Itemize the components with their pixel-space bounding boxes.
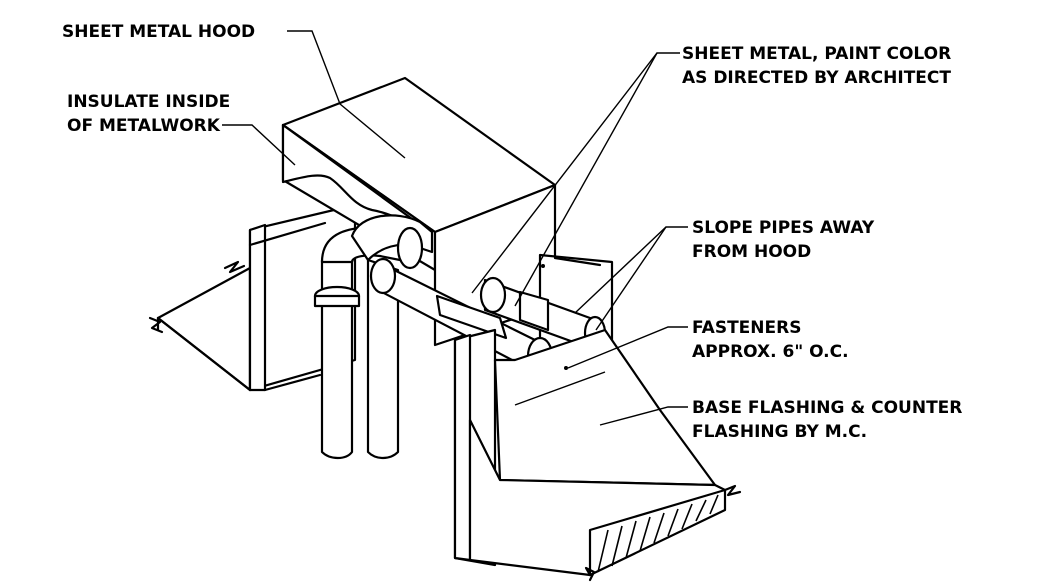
front-roof-slab (468, 418, 742, 582)
label-fasteners-line2: APPROX. 6" O.C. (692, 342, 849, 362)
vertical-pipes (313, 214, 434, 460)
label-sheet-metal-line2: AS DIRECTED BY ARCHITECT (682, 68, 951, 88)
label-sheet-metal-hood: SHEET METAL HOOD (62, 22, 255, 42)
label-sheet-metal-line1: SHEET METAL, PAINT COLOR (682, 44, 951, 64)
label-fasteners-line1: FASTENERS (692, 318, 801, 338)
label-insulate-line2: OF METALWORK (67, 116, 221, 136)
label-slope-line1: SLOPE PIPES AWAY (692, 218, 875, 238)
label-slope-line2: FROM HOOD (692, 242, 811, 262)
label-insulate-line1: INSULATE INSIDE (67, 92, 230, 112)
callout-labels: SHEET METAL HOOD INSULATE INSIDE OF META… (62, 22, 962, 442)
label-flashing-line1: BASE FLASHING & COUNTER (692, 398, 962, 418)
leader-lines (222, 30, 688, 426)
label-flashing-line2: FLASHING BY M.C. (692, 422, 867, 442)
